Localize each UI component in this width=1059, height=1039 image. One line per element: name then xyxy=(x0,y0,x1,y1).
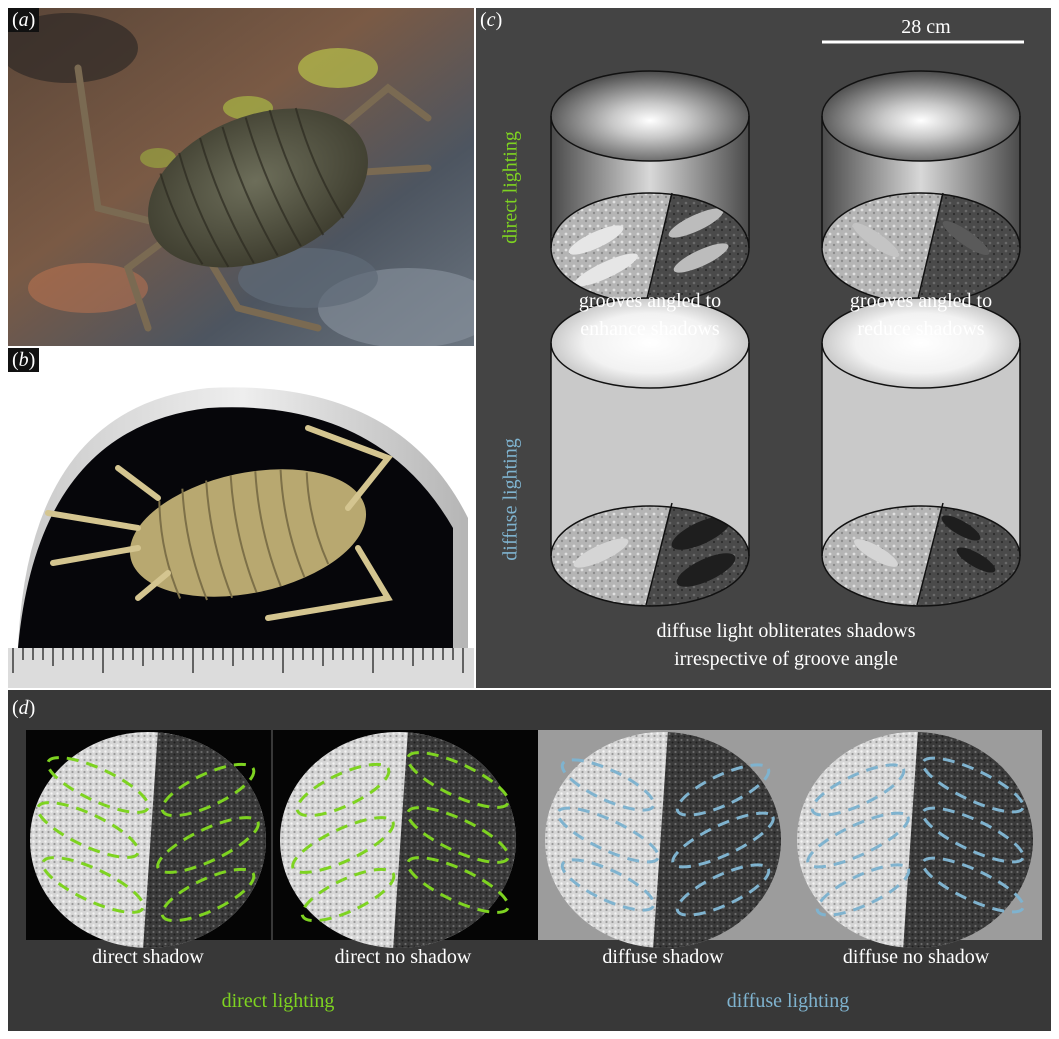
panel-c-schematic: (c) 28 cm direct lighting diffuse lighti… xyxy=(476,8,1051,688)
group-label-direct: direct lighting xyxy=(178,990,378,1013)
panel-a-label: (a) xyxy=(8,8,39,32)
isopod-on-rock-image xyxy=(8,8,474,346)
cylinder-direct-enhance xyxy=(551,71,749,308)
caption-diffuse-line2: irrespective of groove angle xyxy=(536,648,1036,671)
cylinder-direct-reduce xyxy=(822,71,1020,308)
panel-d: (d) xyxy=(8,690,1051,1031)
row-label-diffuse: diffuse lighting xyxy=(500,430,523,570)
caption-reduce-line1: grooves angled to xyxy=(821,290,1021,313)
cylinder-diffuse-reduce xyxy=(822,298,1020,608)
photo-direct-shadow xyxy=(26,730,271,950)
photo-diffuse-shadow xyxy=(538,730,790,950)
photo-caption-diffuse-shadow: diffuse shadow xyxy=(563,946,763,969)
panel-a-photo: (a) xyxy=(8,8,474,346)
panel-b-label: (b) xyxy=(8,348,39,372)
photo-direct-no-shadow xyxy=(273,730,538,950)
photo-diffuse-no-shadow xyxy=(790,730,1042,950)
panel-b-photo: (b) xyxy=(8,348,474,688)
caption-diffuse-line1: diffuse light obliterates shadows xyxy=(536,620,1036,643)
panel-d-label: (d) xyxy=(8,696,39,720)
photo-caption-diffuse-no-shadow: diffuse no shadow xyxy=(816,946,1016,969)
row-label-direct: direct lighting xyxy=(500,118,523,258)
caption-enhance-line2: enhance shadows xyxy=(550,318,750,341)
isopod-in-arena-image xyxy=(8,348,474,688)
caption-reduce-line2: reduce shadows xyxy=(821,318,1021,341)
photo-caption-direct-shadow: direct shadow xyxy=(48,946,248,969)
group-label-diffuse: diffuse lighting xyxy=(688,990,888,1013)
caption-enhance-line1: grooves angled to xyxy=(550,290,750,313)
photo-caption-direct-no-shadow: direct no shadow xyxy=(303,946,503,969)
arena-photos xyxy=(8,690,1051,1031)
arena-schematic xyxy=(476,8,1051,688)
cylinder-diffuse-enhance xyxy=(551,298,749,608)
scale-bar-label: 28 cm xyxy=(876,16,976,39)
panel-c-label: (c) xyxy=(476,8,506,32)
